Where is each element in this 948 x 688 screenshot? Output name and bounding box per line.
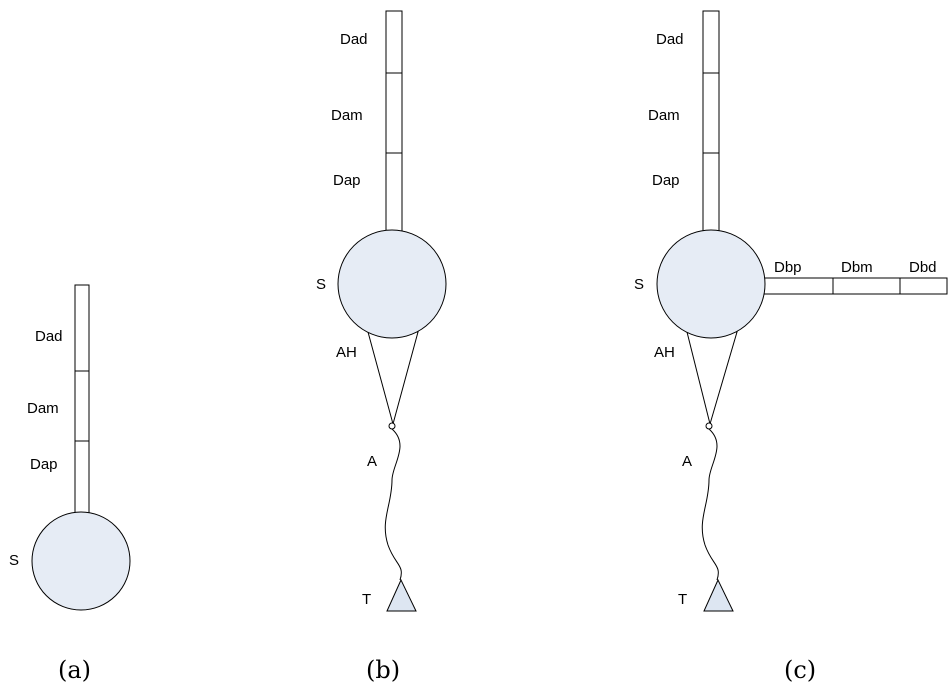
dendrite-segment-dap xyxy=(385,152,403,233)
apical-dendrite xyxy=(74,284,90,515)
label-soma: S xyxy=(9,552,19,569)
panel-b: Dad Dam Dap S AH A T (b) xyxy=(316,10,447,684)
label-dap: Dap xyxy=(652,172,680,189)
label-soma: S xyxy=(634,276,644,293)
label-terminal: T xyxy=(362,591,371,608)
label-dad: Dad xyxy=(656,31,684,48)
soma xyxy=(656,229,766,339)
label-dad: Dad xyxy=(35,328,63,345)
label-dap: Dap xyxy=(30,456,58,473)
axon xyxy=(384,428,402,581)
label-axon: A xyxy=(682,453,692,470)
axon-terminal xyxy=(703,578,734,612)
dendrite-segment-dam xyxy=(74,370,90,442)
axon-terminal xyxy=(386,578,417,612)
axon xyxy=(701,428,719,581)
label-dad: Dad xyxy=(340,31,368,48)
caption-b: (b) xyxy=(366,656,400,684)
apical-dendrite xyxy=(385,10,403,233)
dendrite-segment-dbd xyxy=(899,277,948,295)
label-dam: Dam xyxy=(331,107,363,124)
label-dbm: Dbm xyxy=(841,259,873,276)
dendrite-segment-dbm xyxy=(832,277,901,295)
axon-hillock xyxy=(367,331,419,426)
label-dam: Dam xyxy=(27,400,59,417)
label-dbp: Dbp xyxy=(774,259,802,276)
apical-dendrite xyxy=(702,10,720,233)
dendrite-segment-dap xyxy=(74,440,90,515)
dendrite-segment-dad xyxy=(385,10,403,74)
soma xyxy=(337,229,447,339)
soma xyxy=(31,511,131,611)
dendrite-segment-dad xyxy=(702,10,720,74)
caption-a: (a) xyxy=(58,656,91,684)
label-axon: A xyxy=(367,453,377,470)
dendrite-segment-dad xyxy=(74,284,90,372)
label-soma: S xyxy=(316,276,326,293)
axon-hillock xyxy=(686,331,738,426)
label-dbd: Dbd xyxy=(909,259,937,276)
dendrite-segment-dam xyxy=(702,72,720,154)
caption-c: (c) xyxy=(784,656,816,684)
axon-initial-node xyxy=(705,422,713,430)
panel-c: Dad Dam Dap S AH A T Dbp Dbm Dbd (c) xyxy=(634,10,948,684)
dendrite-segment-dap xyxy=(702,152,720,233)
basal-dendrite xyxy=(761,277,948,295)
label-dap: Dap xyxy=(333,172,361,189)
label-terminal: T xyxy=(678,591,687,608)
label-axon-hillock: AH xyxy=(336,344,357,361)
dendrite-segment-dam xyxy=(385,72,403,154)
label-dam: Dam xyxy=(648,107,680,124)
dendrite-segment-dbp xyxy=(761,277,834,295)
label-axon-hillock: AH xyxy=(654,344,675,361)
axon-initial-node xyxy=(388,422,396,430)
panel-a: Dad Dam Dap S (a) xyxy=(9,284,131,684)
